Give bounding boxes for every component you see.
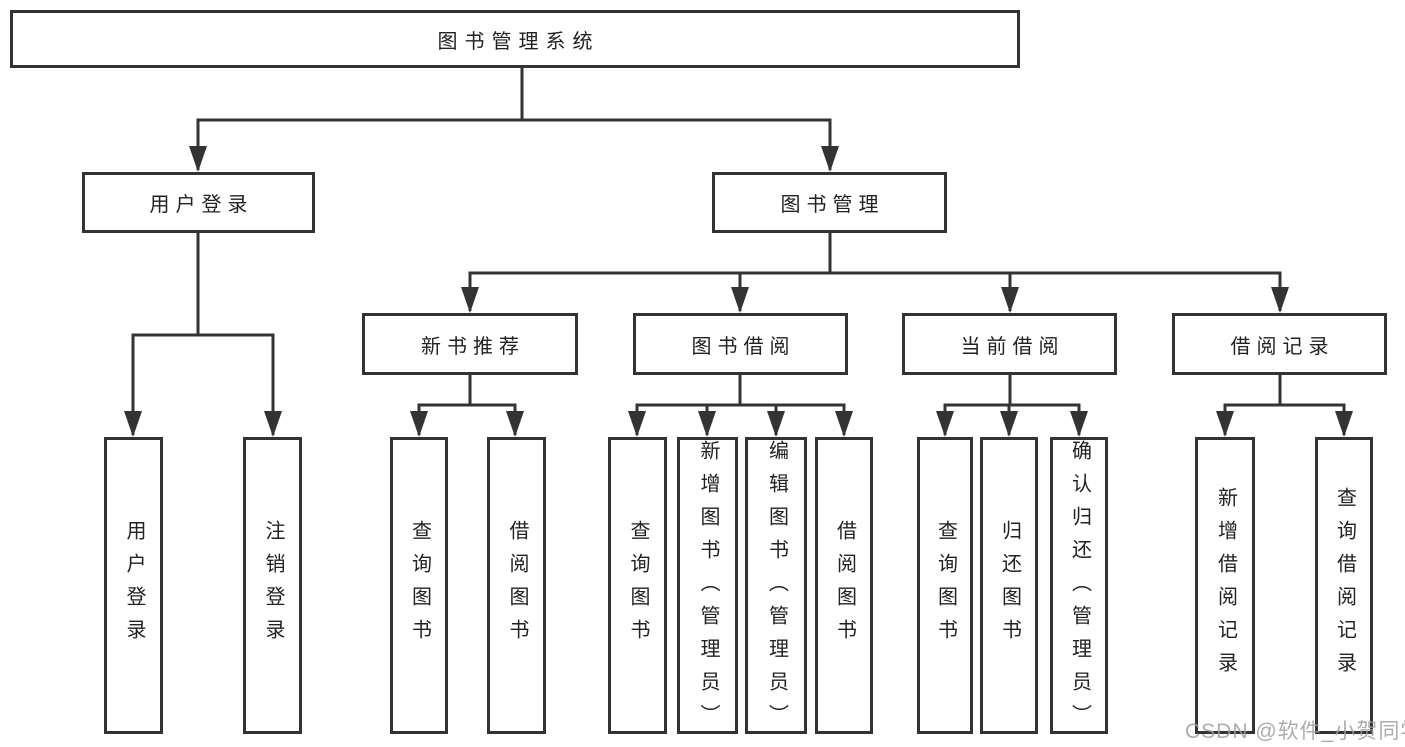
- leaf-return-books: 归还图书: [980, 437, 1038, 734]
- leaf-label: 借阅图书: [833, 519, 856, 652]
- leaf-label: 查询图书: [934, 519, 957, 652]
- leaf-confirm-return-admin: 确认归还（管理员）: [1050, 437, 1108, 737]
- leaf-label: 确认归还（管理员）: [1068, 440, 1091, 737]
- node-book-management: 图书管理: [712, 172, 947, 233]
- leaf-label: 查询借阅记录: [1333, 486, 1356, 685]
- leaf-label: 查询图书: [627, 519, 649, 652]
- node-book-borrowing: 图书借阅: [633, 313, 848, 375]
- leaf-user-login: 用户登录: [104, 437, 163, 734]
- leaf-label: 注销登录: [262, 519, 284, 652]
- leaf-logout: 注销登录: [243, 437, 302, 734]
- node-root-library-system: 图书管理系统: [10, 10, 1020, 68]
- leaf-label: 归还图书: [998, 519, 1021, 652]
- leaf-add-borrow-record: 新增借阅记录: [1195, 437, 1255, 734]
- leaf-borrow-books-2: 借阅图书: [815, 437, 873, 734]
- leaf-query-books-1: 查询图书: [390, 437, 448, 734]
- node-label: 图书管理系统: [437, 30, 600, 53]
- node-label: 图书管理: [780, 194, 885, 216]
- node-label: 用户登录: [149, 194, 254, 216]
- leaf-label: 编辑图书（管理员）: [765, 440, 788, 737]
- node-new-book-recommend: 新书推荐: [362, 313, 578, 375]
- leaf-label: 查询图书: [408, 519, 431, 652]
- leaf-add-books-admin: 新增图书（管理员）: [677, 437, 738, 737]
- leaf-label: 新增图书（管理员）: [697, 440, 719, 737]
- leaf-label: 新增借阅记录: [1214, 486, 1237, 685]
- leaf-borrow-books-1: 借阅图书: [487, 437, 546, 734]
- leaf-label: 用户登录: [123, 519, 145, 652]
- leaf-query-books-2: 查询图书: [608, 437, 667, 734]
- csdn-watermark: CSDN @软件_小贺同学: [1185, 720, 1405, 743]
- node-label: 图书借阅: [691, 335, 796, 358]
- node-user-login: 用户登录: [82, 172, 315, 233]
- node-label: 借阅记录: [1230, 335, 1335, 358]
- node-borrowing-records: 借阅记录: [1172, 313, 1387, 375]
- node-label: 新书推荐: [421, 335, 525, 358]
- leaf-label: 借阅图书: [506, 519, 528, 652]
- leaf-edit-books-admin: 编辑图书（管理员）: [745, 437, 807, 737]
- leaf-query-borrow-record: 查询借阅记录: [1315, 437, 1373, 734]
- leaf-query-books-3: 查询图书: [917, 437, 973, 734]
- node-label: 当前借阅: [960, 335, 1065, 358]
- node-current-borrowing: 当前借阅: [902, 313, 1117, 375]
